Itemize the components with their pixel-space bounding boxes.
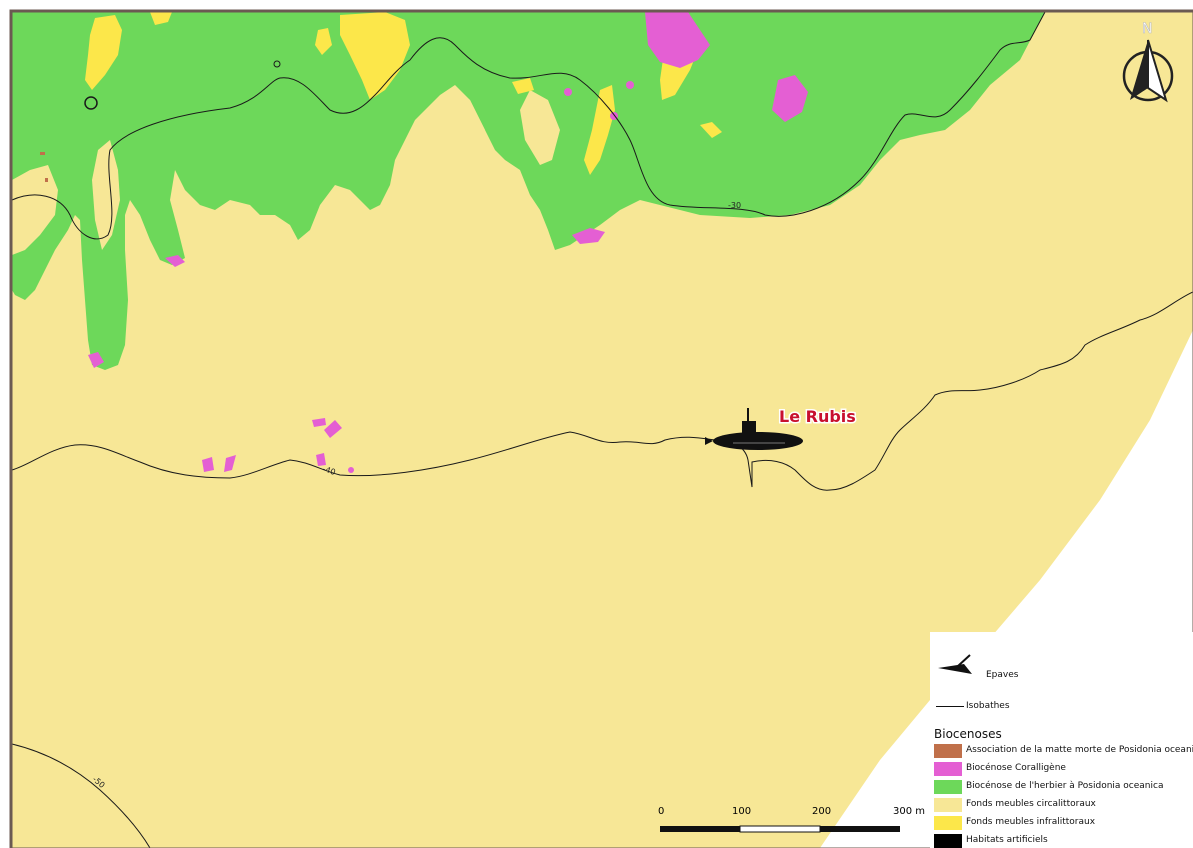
infralittoral-patch — [512, 78, 534, 94]
isobath-label-40: -40 — [321, 464, 336, 477]
legend-item-label: Habitats artificiels — [966, 835, 1048, 845]
sand-channel — [12, 165, 58, 255]
legend-item-label: Biocénose Coralligène — [966, 763, 1066, 773]
coralligene-patch — [572, 228, 605, 244]
scale-tick-label: 0 — [658, 806, 665, 817]
map-legend: Epaves Isobathes Biocenoses Association … — [930, 632, 1193, 848]
coralligene-patch — [224, 455, 236, 472]
legend-isobathes-label: Isobathes — [966, 701, 1010, 711]
legend-swatch — [934, 816, 962, 830]
sand-channel — [450, 90, 485, 150]
map-frame-border — [9, 9, 1193, 848]
coralligene-patch — [165, 255, 185, 267]
legend-item-label: Fonds meubles infralittoraux — [966, 817, 1096, 827]
map-marker-ring — [273, 60, 281, 68]
coralligene-patch — [324, 420, 342, 438]
scale-tick-label: 200 — [812, 806, 832, 817]
isobath-label-30: -30 — [728, 201, 741, 210]
submarine-wreck-icon[interactable] — [705, 408, 803, 450]
legend-item-label: Association de la matte morte de Posidon… — [966, 745, 1193, 755]
map-marker-ring — [84, 96, 98, 110]
infralittoral-patch — [315, 28, 332, 55]
wreck-name-label[interactable]: Le Rubis — [778, 406, 858, 428]
coralligene-patch — [88, 352, 104, 368]
coralligene-patch — [348, 467, 354, 473]
infralittoral-patch — [150, 12, 172, 25]
infralittoral-patch — [340, 12, 410, 100]
infralittoral-patch — [700, 122, 722, 138]
coralligene-patch — [645, 12, 710, 68]
infralittoral-patch — [85, 15, 122, 90]
north-arrow-icon — [1122, 39, 1174, 103]
wreck-legend-icon — [938, 654, 972, 674]
legend-swatch — [934, 780, 962, 794]
legend-swatch — [934, 762, 962, 776]
scale-tick-label: 100 — [732, 806, 752, 817]
isobath-30 — [11, 11, 1046, 240]
isobath-50 — [11, 743, 151, 848]
infralittoral-patch — [584, 85, 615, 175]
legend-swatch — [934, 834, 962, 848]
legend-isobath-line — [936, 706, 964, 707]
coralligene-patch — [626, 81, 634, 89]
legend-item-label: Fonds meubles circalittoraux — [966, 799, 1096, 809]
coralligene-patch — [316, 453, 326, 466]
coralligene-patch — [564, 88, 572, 96]
sand-channel — [520, 90, 560, 165]
coralligene-patch — [202, 457, 214, 472]
coralligene-patch — [772, 75, 808, 122]
scale-bar-graphic — [660, 825, 900, 833]
sand-channel — [92, 140, 120, 250]
legend-item-label: Biocénose de l'herbier à Posidonia ocean… — [966, 781, 1164, 791]
north-label: N — [1142, 21, 1152, 37]
scale-bar: 0 100 200 300 m — [655, 806, 925, 836]
legend-swatch — [934, 798, 962, 812]
legend-epaves-label: Epaves — [986, 670, 1019, 680]
matte-morte-patch — [40, 152, 45, 155]
coralligene-patch — [312, 418, 326, 427]
legend-section-title: Biocenoses — [934, 727, 1002, 741]
scale-tick-label: 300 m — [893, 806, 926, 817]
matte-morte-patch — [45, 178, 48, 182]
legend-swatch — [934, 744, 962, 758]
